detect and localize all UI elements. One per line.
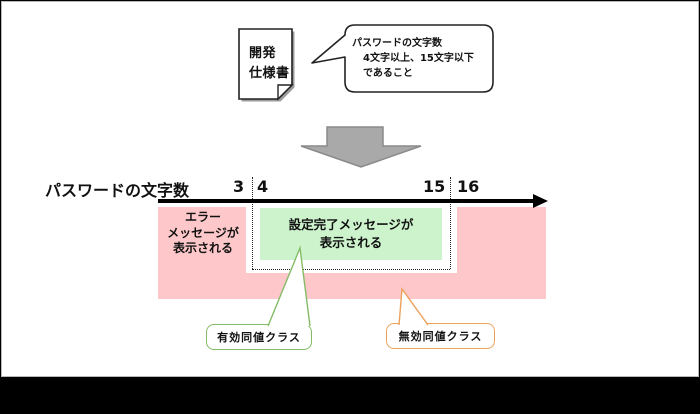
document-icon — [238, 28, 295, 102]
axis-arrowhead-icon — [533, 194, 548, 208]
spec-line3: であること — [363, 68, 413, 79]
invalid-class-label: 無効同値クラス — [398, 330, 483, 343]
error-line1: エラー — [184, 210, 221, 224]
axis-tick-3: 3 — [233, 177, 245, 196]
document-label-line1: 開発 — [249, 46, 277, 61]
valid-region-dotted-bottom — [252, 269, 450, 270]
valid-class-label: 有効同値クラス — [217, 331, 301, 344]
error-line2: メッセージが — [167, 225, 239, 240]
boundary-line-15-16 — [450, 177, 451, 269]
axis-title: パスワードの文字数 — [45, 181, 190, 200]
valid-region-text: 設定完了メッセージが 表示される — [289, 216, 414, 252]
valid-region-box: 設定完了メッセージが 表示される — [260, 208, 442, 260]
spec-line1: パスワードの文字数 — [352, 38, 442, 49]
error-line3: 表示される — [172, 241, 233, 255]
bottom-letterbox — [0, 377, 700, 414]
spec-bubble-text: パスワードの文字数 4文字以上、15文字以下 であること — [352, 36, 494, 81]
spec-bubble-shape — [311, 24, 494, 93]
axis-tick-4: 4 — [257, 177, 269, 196]
valid-class-callout: 有効同値クラス — [206, 324, 312, 350]
invalid-class-callout: 無効同値クラス — [386, 323, 495, 349]
document-label-line2: 仕様書 — [249, 66, 290, 81]
spec-line2: 4文字以上、15文字以下 — [363, 53, 474, 64]
axis-arrow-line — [158, 199, 536, 203]
valid-region-line2: 表示される — [319, 235, 383, 250]
axis-tick-16: 16 — [457, 177, 480, 196]
error-region-text: エラー メッセージが 表示される — [158, 210, 248, 257]
document-label: 開発 仕様書 — [249, 44, 295, 84]
boundary-line-3-4 — [252, 177, 253, 269]
axis-tick-15: 15 — [423, 177, 446, 196]
valid-region-line1: 設定完了メッセージが — [288, 217, 414, 232]
down-arrow-icon — [300, 126, 422, 168]
